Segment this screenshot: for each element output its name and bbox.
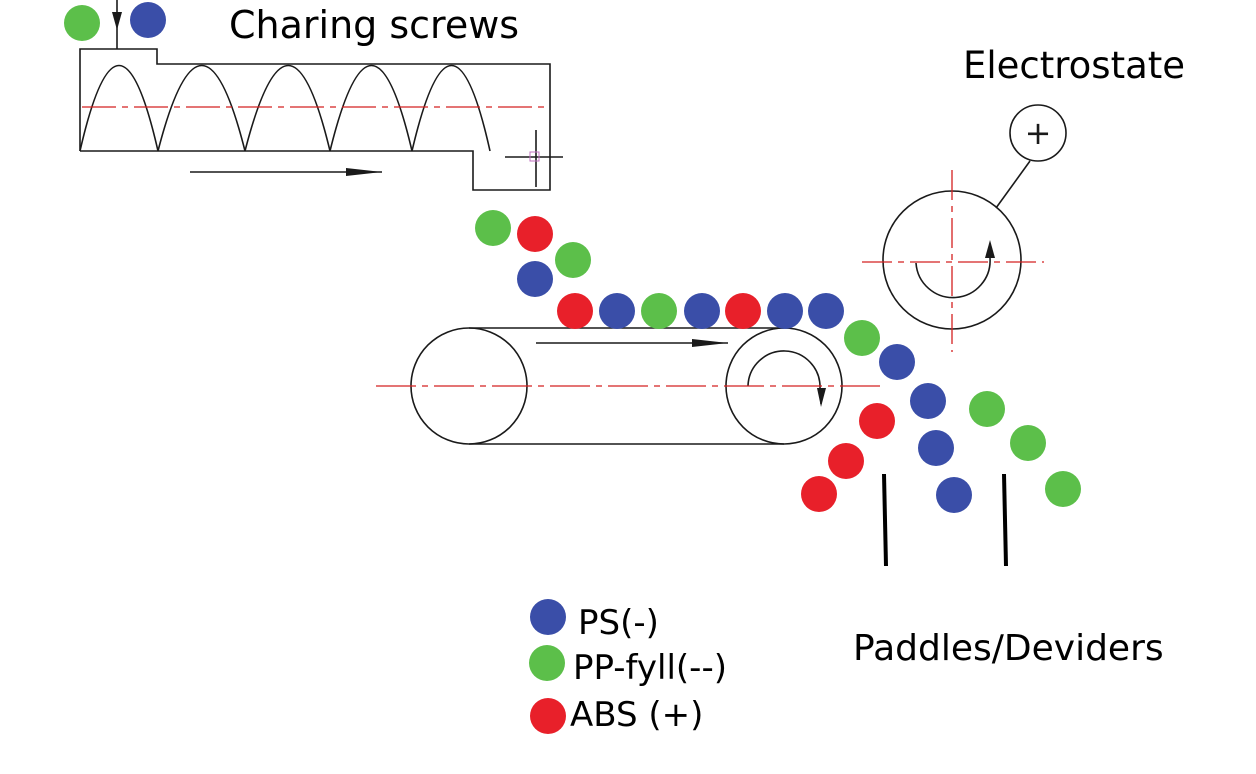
particle-ps [684, 293, 720, 329]
paddles-dividers-label: Paddles/Deviders [853, 628, 1164, 669]
drum-rotation-arrow-head [985, 240, 995, 258]
paddles [882, 473, 1008, 567]
paddle-right [1002, 473, 1008, 567]
particle-pp [969, 391, 1005, 427]
electrode-lead [995, 160, 1031, 209]
particle-ps [910, 383, 946, 419]
particle-abs [725, 293, 761, 329]
drum-rotation-arc [915, 244, 991, 299]
legend-dot-abs [530, 698, 566, 734]
particle-pp [1010, 425, 1046, 461]
roller-rotation-arc [747, 350, 822, 405]
belt-direction-arrow [536, 339, 728, 347]
particle-ps [879, 344, 915, 380]
particle-ps [918, 430, 954, 466]
particle-ps [767, 293, 803, 329]
legend-dot-pp [529, 645, 565, 681]
outlet-marker [529, 151, 540, 162]
screw-flights [79, 64, 491, 152]
electrode-sign: + [1025, 114, 1052, 152]
particle-ps [599, 293, 635, 329]
particles [64, 2, 1081, 513]
particle-ps [517, 261, 553, 297]
charging-screw-assembly [79, 0, 563, 191]
legend-ps-label: PS(-) [578, 603, 659, 643]
particle-pp [555, 242, 591, 278]
legend-pp-label: PP-fyll(--) [573, 648, 727, 688]
particle-pp [844, 320, 880, 356]
particle-abs [801, 476, 837, 512]
electrode-terminal [1009, 104, 1067, 162]
paddle-left [882, 473, 888, 567]
inlet-arrow-head [112, 12, 122, 30]
particle-pp [475, 210, 511, 246]
drum-centerlines [862, 170, 1044, 352]
particle-abs [859, 403, 895, 439]
legend-abs-label: ABS (+) [570, 695, 704, 735]
particle-abs [557, 293, 593, 329]
particle-abs [828, 443, 864, 479]
legend-dots [529, 599, 566, 734]
charging-screws-label: Charing screws [229, 3, 520, 47]
roller-rotation-arrow-head [817, 388, 826, 407]
particle-ps [936, 477, 972, 513]
particle-ps [130, 2, 166, 38]
screw-housing [79, 48, 551, 191]
legend-dot-ps [530, 599, 566, 635]
screw-direction-arrow [190, 168, 382, 176]
particle-pp [64, 5, 100, 41]
particle-pp [641, 293, 677, 329]
electrostate-label: Electrostate [963, 44, 1186, 87]
particle-abs [517, 216, 553, 252]
particle-ps [808, 293, 844, 329]
particle-pp [1045, 471, 1081, 507]
